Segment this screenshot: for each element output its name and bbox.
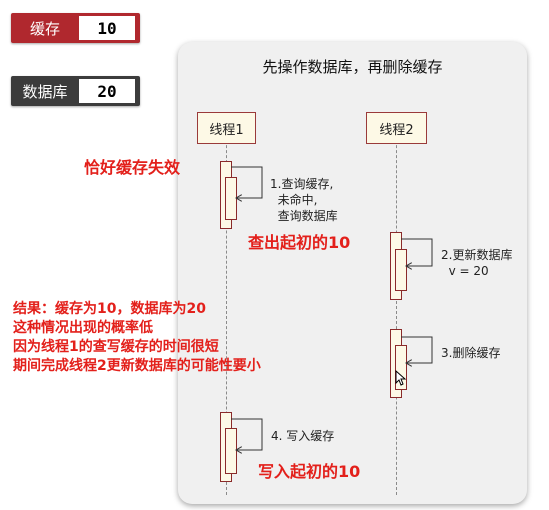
self-arrow-step-1 — [231, 166, 263, 198]
step-4-note: 4. 写入缓存 — [271, 429, 335, 443]
cache-label: 缓存 — [29, 19, 60, 38]
self-arrow-step-2 — [401, 238, 433, 266]
self-arrow-step-4 — [231, 418, 263, 450]
result-line: 因为线程1的查写缓存的时间很短 — [13, 339, 219, 355]
annotation-query-initial: 查出起初的10 — [248, 233, 351, 252]
result-line: 这种情况出现的概率低 — [13, 320, 153, 336]
actor-thread-2: 线程2 — [366, 112, 427, 144]
actor-thread-1: 线程1 — [197, 112, 256, 144]
result-explanation: 结果：缓存为10，数据库为20 这种情况出现的概率低 因为线程1的查写缓存的时间… — [13, 300, 261, 376]
step-3-note: 3.删除缓存 — [441, 346, 501, 360]
mouse-cursor-icon — [395, 369, 407, 386]
annotation-write-initial: 写入起初的10 — [258, 462, 361, 481]
result-line: 结果：缓存为10，数据库为20 — [13, 301, 206, 317]
cache-badge: 缓存 10 — [11, 13, 140, 43]
self-arrow-step-3 — [401, 336, 433, 363]
cache-value: 10 — [79, 16, 135, 40]
step-1-note: 1.查询缓存, 未命中, 查询数据库 — [270, 177, 338, 223]
activation-bar-nested — [395, 249, 407, 291]
database-badge: 数据库 20 — [11, 76, 140, 106]
result-line: 期间完成线程2更新数据库的可能性要小 — [13, 358, 261, 374]
database-label: 数据库 — [22, 82, 68, 101]
database-value: 20 — [79, 79, 135, 103]
diagram-title: 先操作数据库，再删除缓存 — [262, 58, 443, 76]
lifeline-thread-1 — [226, 130, 227, 495]
step-2-note: 2.更新数据库 v = 20 — [441, 248, 513, 278]
annotation-cache-expired: 恰好缓存失效 — [84, 158, 181, 177]
lifeline-thread-2 — [396, 130, 397, 495]
